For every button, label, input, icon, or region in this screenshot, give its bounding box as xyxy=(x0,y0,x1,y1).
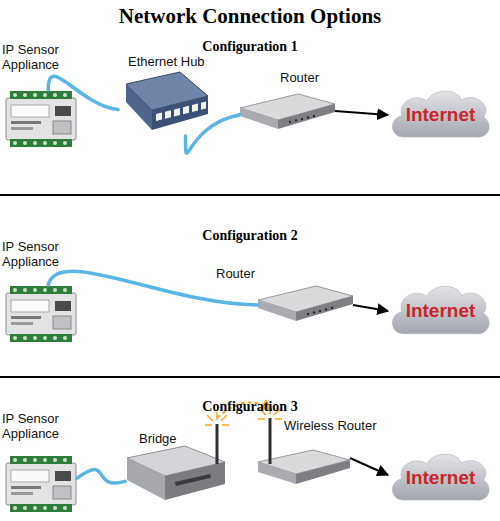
device-label: Bridge xyxy=(139,431,177,446)
network-cable xyxy=(77,470,125,484)
section-divider xyxy=(0,194,500,196)
device-label: Router xyxy=(280,70,319,85)
flow-arrow xyxy=(353,305,388,311)
network-cable xyxy=(185,115,240,153)
flow-arrow xyxy=(350,458,388,475)
router: Router xyxy=(258,284,353,322)
wireless-router: Wireless Router xyxy=(258,410,350,490)
router: Router xyxy=(240,92,335,130)
cloud-text: Internet xyxy=(406,300,476,322)
sensor-appliance xyxy=(6,456,76,512)
section-heading: Configuration 3 xyxy=(0,398,500,416)
device-label: IP Sensor Appliance xyxy=(2,239,82,269)
device-label: Wireless Router xyxy=(284,418,376,433)
wireless-router xyxy=(258,406,350,484)
wireless-bridge: Bridge xyxy=(125,418,225,506)
sensor-appliance: IP Sensor Appliance xyxy=(5,90,77,148)
cloud-text: Internet xyxy=(406,467,476,489)
sensor-appliance: IP Sensor Appliance xyxy=(5,455,77,513)
device-label: IP Sensor Appliance xyxy=(2,42,82,72)
cloud-outline xyxy=(392,286,489,334)
flow-arrow xyxy=(335,111,388,115)
network-cable xyxy=(48,76,118,109)
cloud-outline xyxy=(392,91,489,137)
internet-cloud: Internet xyxy=(388,448,493,508)
router xyxy=(240,94,335,129)
sensor-appliance xyxy=(6,91,76,147)
ethernet-hub: Ethernet Hub xyxy=(118,70,208,136)
sensor-appliance: IP Sensor Appliance xyxy=(5,285,77,343)
wireless-bridge xyxy=(127,412,229,500)
diagram-title: Network Connection Options xyxy=(0,3,500,29)
cloud-text: Internet xyxy=(406,104,476,126)
device-label: Router xyxy=(216,266,255,281)
router xyxy=(258,286,353,321)
cloud-outline xyxy=(392,454,489,500)
device-label: Ethernet Hub xyxy=(128,54,205,69)
section-divider xyxy=(0,376,500,378)
device-label: IP Sensor Appliance xyxy=(2,411,82,441)
internet-cloud: Internet xyxy=(388,85,493,145)
section-heading: Configuration 2 xyxy=(0,227,500,245)
internet-cloud: Internet xyxy=(388,280,493,342)
sensor-appliance xyxy=(6,286,76,342)
section-heading: Configuration 1 xyxy=(0,38,500,56)
ethernet-hub xyxy=(126,72,208,130)
